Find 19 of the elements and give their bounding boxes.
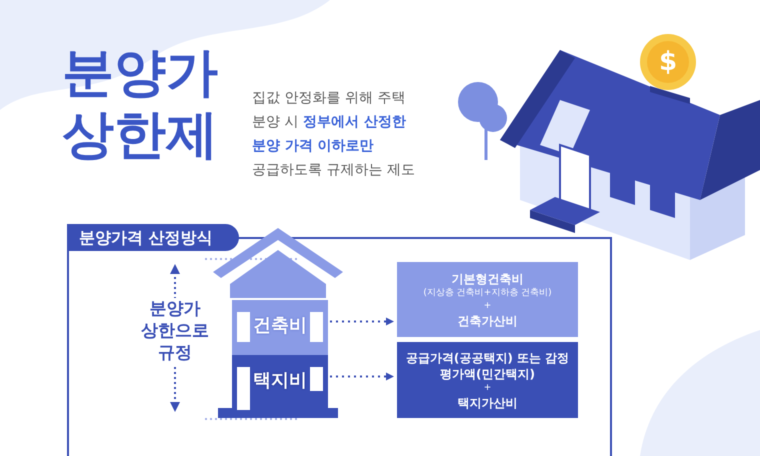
- cost-box: [397, 342, 578, 418]
- house-upper-floor: [232, 300, 328, 355]
- cost-text: 기본형건축비: [450, 270, 524, 286]
- cost-text: 택지가산비: [456, 394, 518, 410]
- arrow: [330, 318, 394, 326]
- note-text: +: [482, 382, 492, 394]
- section-tab: 분양가격 산정방식: [67, 224, 239, 251]
- floor-label: 건축비: [252, 314, 308, 338]
- description: 집값 안정화를 위해 주택 분양 시 정부에서 산정한 분양 가격 이하로만 공급하도록 규제하는 제도: [252, 89, 416, 180]
- cost-text: 건축가산비: [456, 312, 518, 328]
- arrow: [330, 372, 394, 380]
- cost-box: [397, 262, 578, 337]
- cost-text: 공급가격(공공택지) 또는 감정평가액(민간택지): [405, 350, 570, 382]
- note-text: +: [482, 300, 492, 312]
- title: 분양가 상한제: [62, 42, 219, 166]
- house-lower-floor: [232, 355, 328, 410]
- floor-label: 택지비: [252, 369, 308, 393]
- dollar-sign: $: [658, 46, 678, 78]
- note-text: (지상층 건축비+지하층 건축비): [422, 286, 553, 300]
